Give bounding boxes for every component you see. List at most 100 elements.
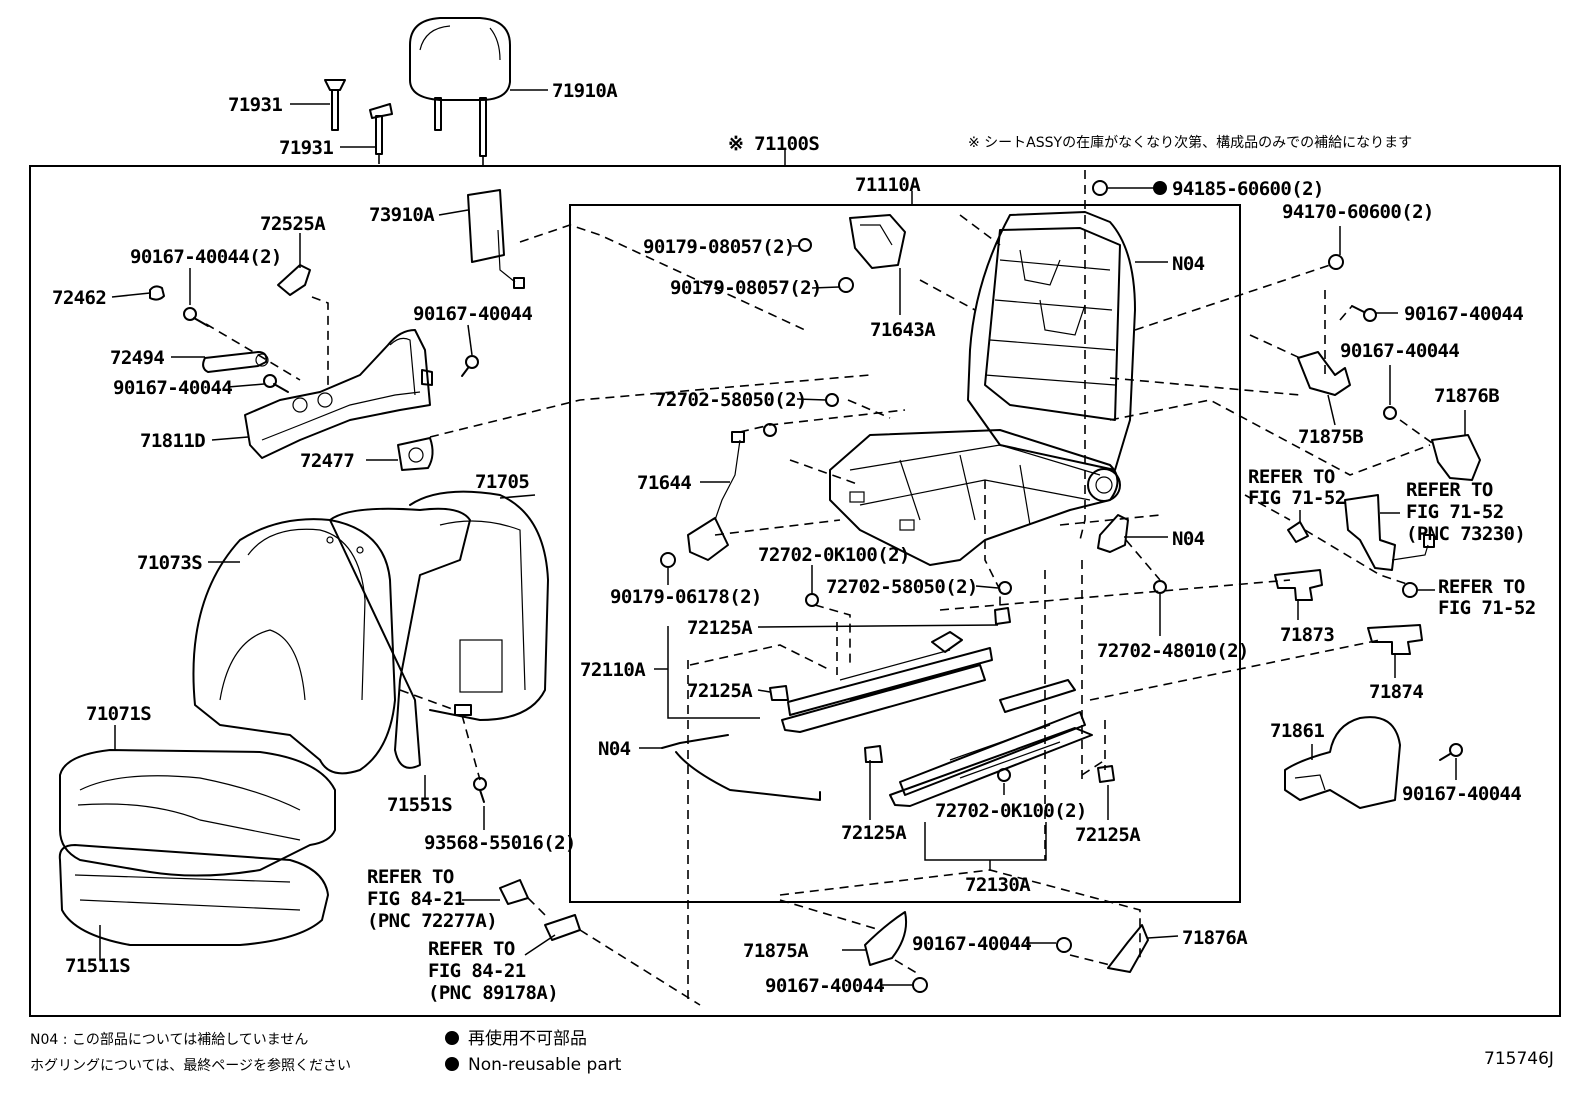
label-71931-upper: 71931	[228, 94, 282, 116]
label-72702-48010: 72702-48010(2)	[1097, 640, 1249, 662]
svg-text:REFER TO: REFER TO	[1248, 466, 1335, 488]
label-90179-06178: 90179-06178(2)	[610, 586, 762, 608]
label-71875a: 71875A	[743, 940, 809, 962]
label-71931-lower: 71931	[279, 137, 333, 159]
label-90179-08057-b: 90179-08057(2)	[670, 277, 822, 299]
recliner-parts-drawing	[798, 214, 906, 293]
label-90179-08057-a: 90179-08057(2)	[643, 236, 795, 258]
legend-jp: 再使用不可部品	[468, 1028, 587, 1049]
cushion-pad-drawing	[58, 844, 329, 946]
cushion-cover-drawing	[59, 749, 336, 877]
assembly-label: ※ 71100S	[728, 133, 819, 155]
label-71511s: 71511S	[65, 955, 130, 977]
label-n04-wire: N04	[598, 738, 631, 760]
svg-text:REFER TO: REFER TO	[1406, 479, 1493, 501]
side-shield-drawing	[244, 329, 433, 459]
label-n04-top: N04	[1172, 253, 1205, 275]
svg-text:(PNC 72277A): (PNC 72277A)	[367, 910, 497, 932]
svg-text:FIG 71-52: FIG 71-52	[1248, 487, 1346, 509]
label-90167-40044-f: 90167-40044	[765, 975, 884, 997]
headrest-drawing	[409, 17, 511, 157]
figure-id: 715746J	[1484, 1049, 1554, 1069]
right-bolts-drawing	[1092, 180, 1463, 761]
label-71643a: 71643A	[870, 319, 936, 341]
label-71644: 71644	[637, 472, 691, 494]
seat-frame-drawing	[829, 211, 1136, 566]
label-72125a-4: 72125A	[1075, 824, 1141, 846]
label-71910a: 71910A	[552, 80, 618, 102]
svg-text:FIG 84-21: FIG 84-21	[428, 960, 526, 982]
svg-text:FIG 71-52: FIG 71-52	[1406, 501, 1504, 523]
cover-plate-drawing	[397, 437, 434, 471]
label-94185-60600: 94185-60600(2)	[1172, 178, 1324, 200]
lower-cover-drawing	[864, 911, 1149, 993]
frame-sub-box	[569, 204, 1241, 903]
hog-ring-wire-drawing	[661, 734, 821, 801]
label-72110a: 72110A	[580, 659, 646, 681]
knob-drawing	[277, 264, 311, 296]
label-71551s: 71551S	[387, 794, 452, 816]
label-71875b: 71875B	[1298, 426, 1363, 448]
refer-note-84-21-b: REFER TO FIG 84-21 (PNC 89178A)	[428, 938, 559, 1004]
label-72494: 72494	[110, 347, 164, 369]
label-71861: 71861	[1270, 720, 1324, 742]
label-72702-0k100-a: 72702-0K100(2)	[758, 544, 910, 566]
label-71705: 71705	[475, 471, 529, 493]
label-90167-40044-d: 90167-40044	[1340, 340, 1459, 362]
non-reusable-dot	[1153, 181, 1167, 195]
right-brackets-drawing	[1274, 351, 1481, 809]
label-71876b: 71876B	[1434, 385, 1499, 407]
label-90167-40044-g: 90167-40044	[912, 933, 1031, 955]
assembly-note: ※ シートASSYの在庫がなくなり次第、構成品のみでの補給になります	[968, 134, 1412, 151]
label-71071s: 71071S	[86, 703, 151, 725]
label-93568-55016: 93568-55016(2)	[424, 832, 576, 854]
svg-text:REFER TO: REFER TO	[367, 866, 454, 888]
label-72125a-1: 72125A	[687, 617, 753, 639]
legend-dot-jp	[445, 1031, 459, 1045]
svg-text:REFER TO: REFER TO	[1438, 576, 1525, 598]
svg-text:REFER TO: REFER TO	[428, 938, 515, 960]
label-71874: 71874	[1369, 681, 1423, 703]
label-90167-40044-2: 90167-40044(2)	[130, 246, 282, 268]
label-90167-40044-e: 90167-40044	[1402, 783, 1521, 805]
label-90167-40044-c: 90167-40044	[1404, 303, 1523, 325]
refer-note-71-52-a: REFER TO FIG 71-52	[1248, 466, 1346, 509]
cap-drawing	[149, 285, 165, 301]
center-side-bracket-drawing	[1097, 514, 1129, 553]
label-72462: 72462	[52, 287, 106, 309]
svg-text:(PNC 89178A): (PNC 89178A)	[428, 982, 558, 1004]
label-71811d: 71811D	[140, 430, 205, 452]
refer-note-71-52-c: REFER TO FIG 71-52	[1438, 576, 1536, 619]
svg-text:(PNC 73230): (PNC 73230)	[1406, 523, 1525, 545]
label-72130a: 72130A	[965, 874, 1031, 896]
refer-note-71-52-b: REFER TO FIG 71-52 (PNC 73230)	[1406, 479, 1526, 545]
label-72125a-2: 72125A	[687, 680, 753, 702]
label-72477: 72477	[300, 450, 354, 472]
clip-drawing	[454, 704, 487, 803]
label-90167-40044-a: 90167-40044	[113, 377, 232, 399]
footer-note-n04: N04 : この部品については補給していません	[30, 1032, 308, 1048]
back-cover-drawing	[192, 518, 396, 775]
label-71110a: 71110A	[855, 174, 921, 196]
adjust-handle-drawing	[202, 351, 269, 373]
label-73910a: 73910A	[369, 204, 435, 226]
refer-note-84-21-a: REFER TO FIG 84-21 (PNC 72277A)	[367, 866, 498, 932]
seat-tracks-drawing	[769, 580, 1167, 807]
footer-note-hog-ring: ホグリングについては、最終ページを参照ください	[30, 1057, 351, 1074]
label-72702-0k100-b: 72702-0K100(2)	[935, 800, 1087, 822]
label-n04-side: N04	[1172, 528, 1205, 550]
svg-text:FIG 84-21: FIG 84-21	[367, 888, 465, 910]
legend-dot-en	[445, 1057, 459, 1071]
label-72702-58050-a: 72702-58050(2)	[655, 389, 807, 411]
label-72702-58050-b: 72702-58050(2)	[826, 576, 978, 598]
label-90167-40044-b: 90167-40044	[413, 303, 532, 325]
main-frame	[29, 165, 1561, 1017]
label-71876a: 71876A	[1182, 927, 1248, 949]
airbag-sensor-drawing	[467, 189, 525, 289]
part-labels: ※ 71100S ※ シートASSYの在庫がなくなり次第、構成品のみでの補給にな…	[52, 80, 1524, 997]
label-72125a-3: 72125A	[841, 822, 907, 844]
legend-en: Non-reusable part	[468, 1055, 622, 1075]
svg-text:FIG 71-52: FIG 71-52	[1438, 597, 1536, 619]
